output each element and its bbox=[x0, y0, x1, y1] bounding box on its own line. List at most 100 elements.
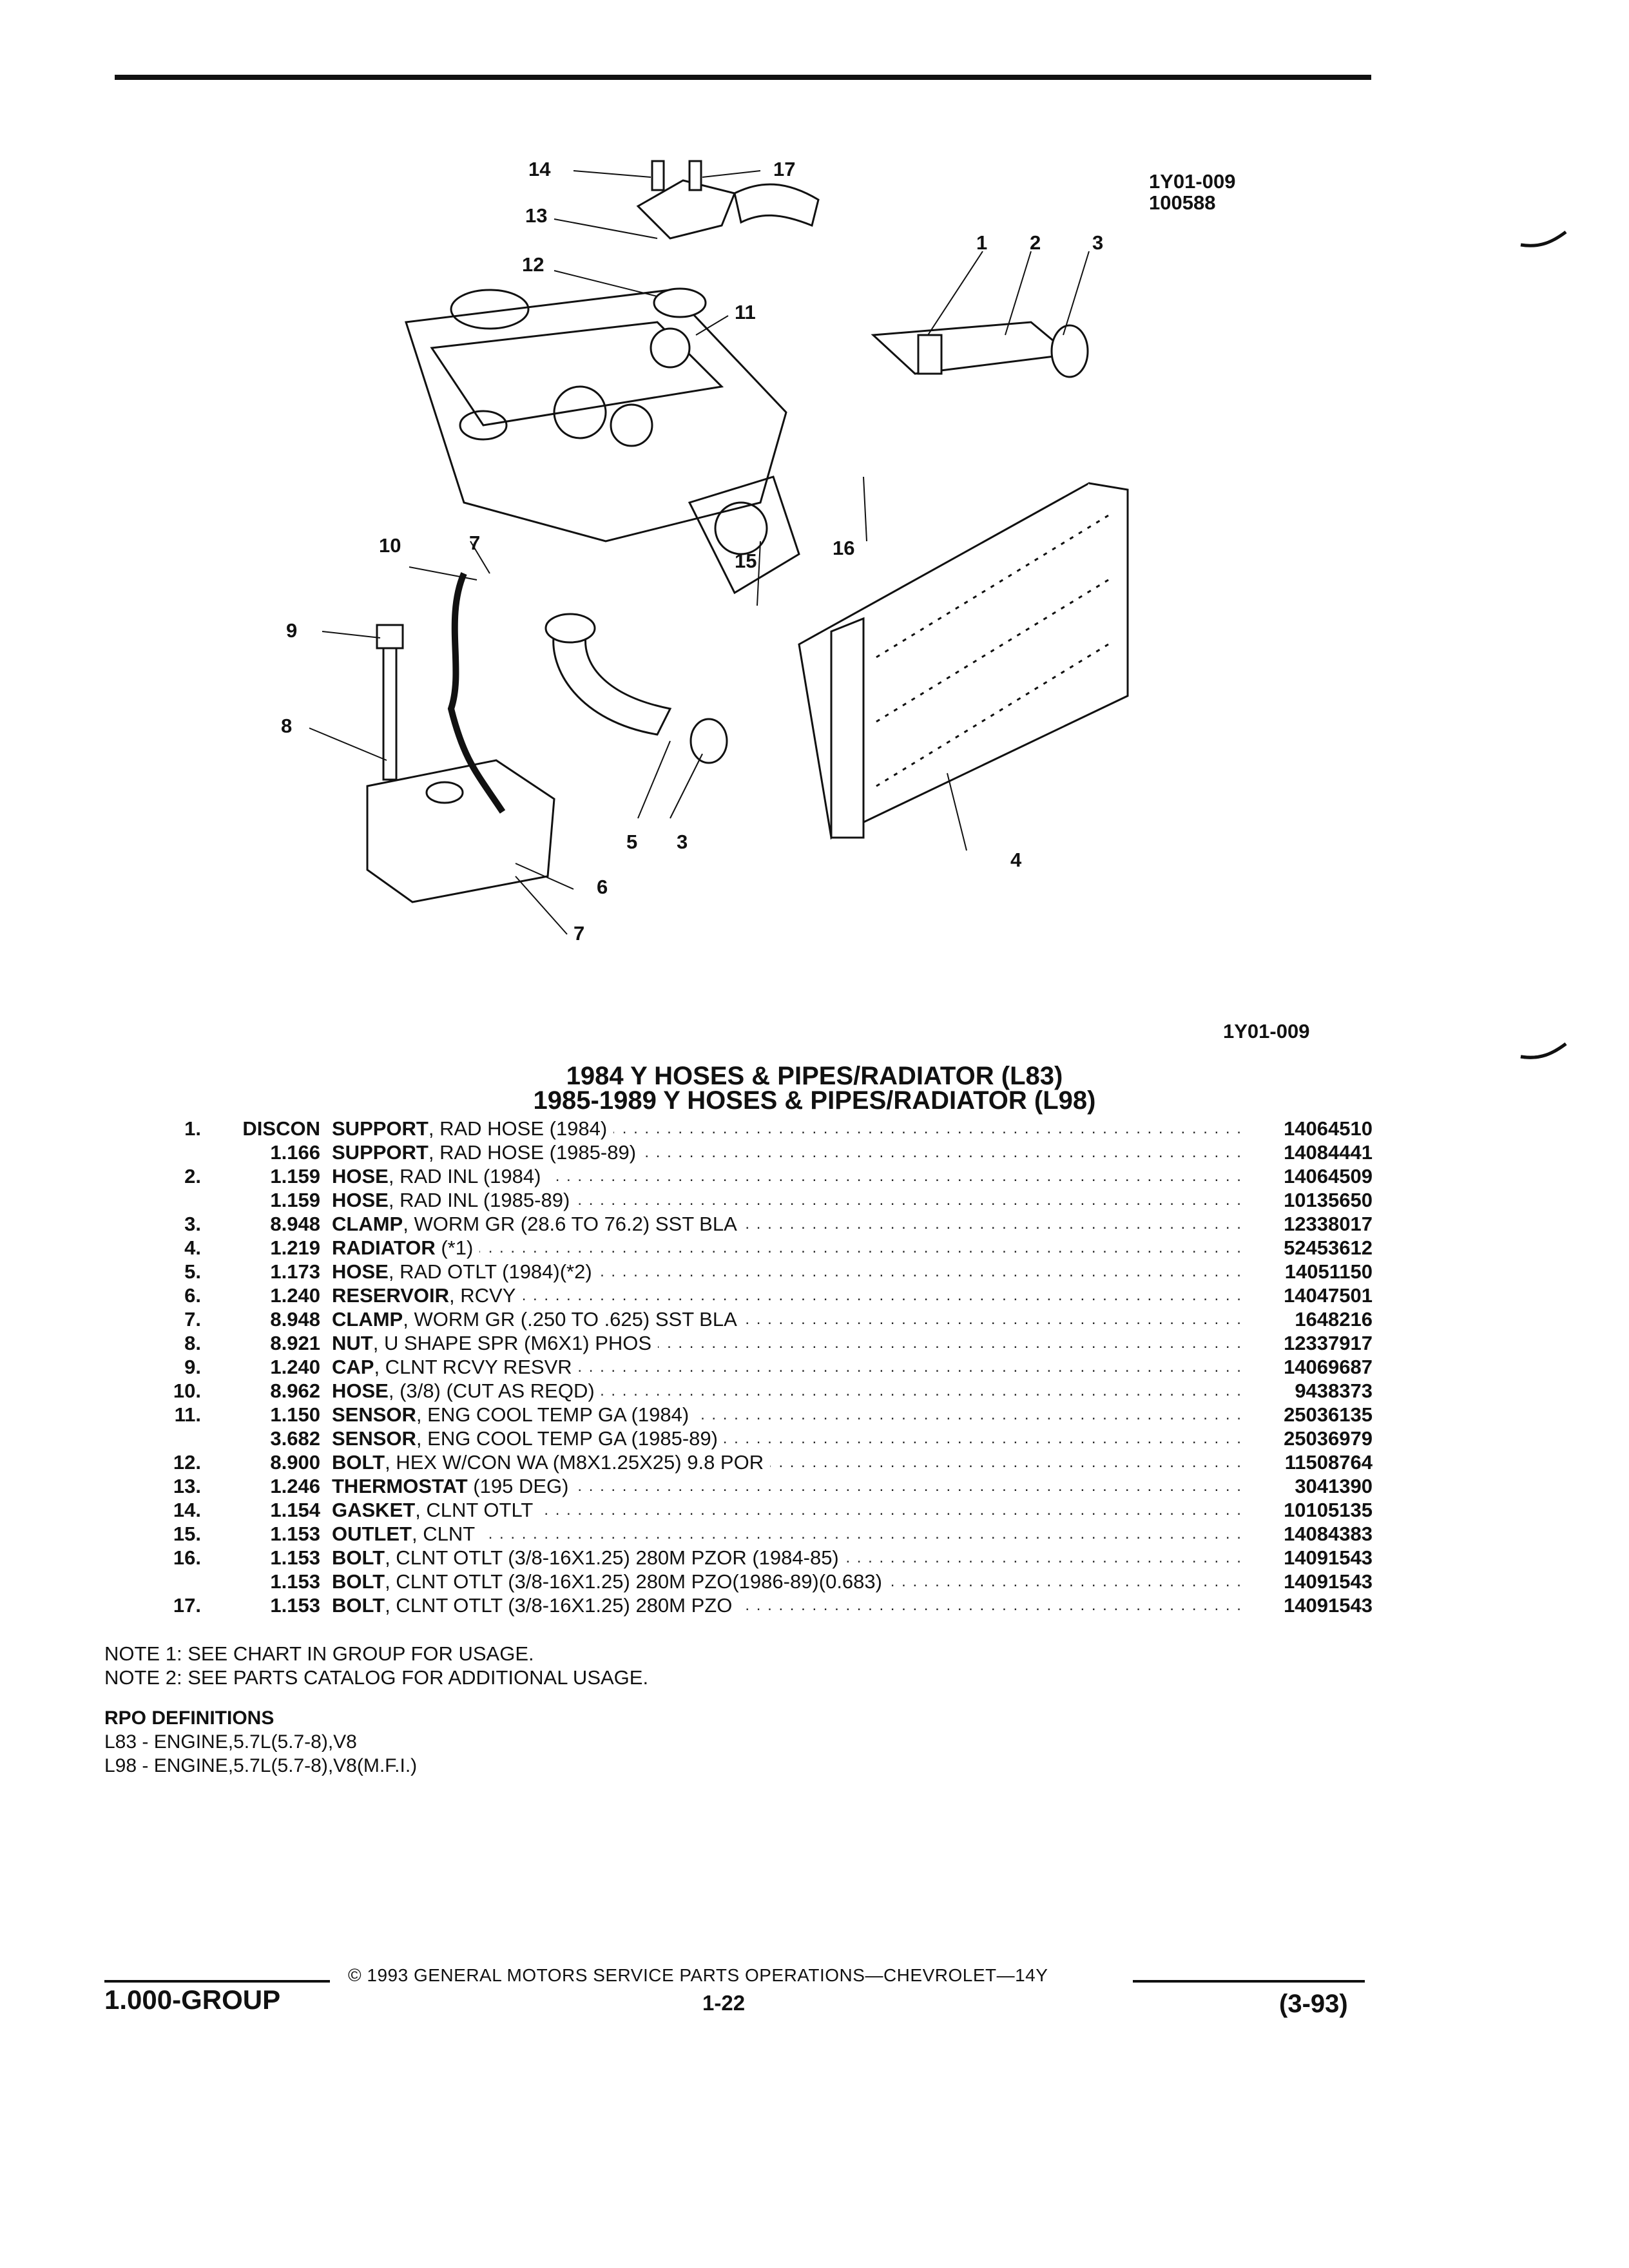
callout-16: 14 bbox=[528, 158, 551, 180]
part-description: HOSE, (3/8) (CUT AS REQD) bbox=[332, 1379, 1244, 1403]
part-detail: , U SHAPE SPR (M6X1) PHOS bbox=[372, 1332, 652, 1354]
part-description: SUPPORT, RAD HOSE (1984) bbox=[332, 1117, 1244, 1140]
part-number: 10135650 bbox=[1284, 1189, 1373, 1211]
rpo-definitions: RPO DEFINITIONS L83 - ENGINE,5.7L(5.7-8)… bbox=[104, 1706, 417, 1778]
part-number: 3041390 bbox=[1295, 1475, 1373, 1497]
rpo-item-l98: L98 - ENGINE,5.7L(5.7-8),V8(M.F.I.) bbox=[104, 1755, 418, 1776]
part-detail: , CLNT bbox=[412, 1523, 476, 1545]
part-item-number: 1. bbox=[184, 1117, 201, 1140]
part-group-code: 1.166 bbox=[270, 1141, 320, 1164]
part-group-code: 1.153 bbox=[270, 1594, 320, 1617]
part-description: CLAMP, WORM GR (28.6 TO 76.2) SST BLA bbox=[332, 1212, 1244, 1236]
part-number: 14084441 bbox=[1284, 1141, 1373, 1164]
part-group-code: 1.173 bbox=[270, 1260, 320, 1283]
callout-5: 5 bbox=[626, 831, 638, 853]
part-group-code: 8.948 bbox=[270, 1213, 320, 1235]
part-number: 25036135 bbox=[1284, 1403, 1373, 1426]
rpo-item-l83: L83 - ENGINE,5.7L(5.7-8),V8 bbox=[104, 1731, 357, 1753]
part-item-number: 11. bbox=[174, 1403, 201, 1426]
part-detail: , ENG COOL TEMP GA (1984) bbox=[416, 1403, 689, 1426]
part-name: THERMOSTAT bbox=[332, 1475, 468, 1497]
part-description: BOLT, CLNT OTLT (3/8-16X1.25) 280M PZOR … bbox=[332, 1546, 1244, 1570]
part-name: HOSE bbox=[332, 1165, 389, 1187]
callout-12: 16 bbox=[833, 537, 855, 559]
part-detail: , CLNT OTLT bbox=[415, 1499, 534, 1521]
footer-copyright: © 1993 GENERAL MOTORS SERVICE PARTS OPER… bbox=[348, 1965, 1048, 1985]
part-item-number: 6. bbox=[184, 1284, 201, 1307]
footer-rule-left bbox=[104, 1980, 330, 1983]
part-detail: , CLNT RCVY RESVR bbox=[374, 1356, 572, 1378]
footer-group: 1.000-GROUP bbox=[104, 1984, 281, 2015]
part-detail: , WORM GR (28.6 TO 76.2) SST BLA bbox=[403, 1213, 737, 1235]
part-name: HOSE bbox=[332, 1189, 389, 1211]
part-description: NUT, U SHAPE SPR (M6X1) PHOS bbox=[332, 1331, 1244, 1355]
part-name: BOLT bbox=[332, 1594, 385, 1617]
rpo-heading: RPO DEFINITIONS bbox=[104, 1707, 275, 1729]
part-number: 25036979 bbox=[1284, 1427, 1373, 1450]
part-number: 14091543 bbox=[1284, 1594, 1373, 1617]
part-number: 14069687 bbox=[1284, 1356, 1373, 1378]
part-group-code: 1.153 bbox=[270, 1570, 320, 1593]
part-row: 1.166 SUPPORT, RAD HOSE (1985-89) 14084441 bbox=[116, 1140, 1373, 1164]
part-name: SENSOR bbox=[332, 1403, 416, 1426]
part-detail: , RAD INL (1985-89) bbox=[388, 1189, 570, 1211]
note-2: NOTE 2: SEE PARTS CATALOG FOR ADDITIONAL… bbox=[104, 1666, 649, 1689]
part-name: GASKET bbox=[332, 1499, 416, 1521]
leader-lines bbox=[309, 170, 1090, 935]
part-item-number: 13. bbox=[173, 1475, 201, 1497]
part-description: RADIATOR (*1) bbox=[332, 1236, 1244, 1260]
part-name: BOLT bbox=[332, 1451, 385, 1474]
part-description: HOSE, RAD INL (1984) bbox=[332, 1164, 1244, 1188]
part-name: BOLT bbox=[332, 1570, 385, 1593]
part-group-code: 3.682 bbox=[270, 1427, 320, 1450]
parts-list: 1. DISCON SUPPORT, RAD HOSE (1984) 14064510… bbox=[116, 1117, 1373, 1617]
part-row: 1. DISCON SUPPORT, RAD HOSE (1984) 14064510 bbox=[116, 1117, 1373, 1140]
footer-revision: (3-93) bbox=[1279, 1990, 1348, 2018]
radiator-drawing bbox=[798, 482, 1129, 840]
part-description: SUPPORT, RAD HOSE (1985-89) bbox=[332, 1140, 1244, 1164]
part-description: RESERVOIR, RCVY bbox=[332, 1283, 1244, 1307]
part-description: BOLT, CLNT OTLT (3/8-16X1.25) 280M PZO(1… bbox=[332, 1570, 1244, 1593]
part-group-code: 8.921 bbox=[270, 1332, 320, 1354]
part-detail: , RCVY bbox=[449, 1284, 516, 1307]
callout-3-top: 3 bbox=[1092, 231, 1104, 254]
part-group-code: DISCON bbox=[242, 1117, 320, 1140]
part-name: NUT bbox=[332, 1332, 373, 1354]
callout-14: 12 bbox=[522, 253, 545, 276]
part-detail: , CLNT OTLT (3/8-16X1.25) 280M PZOR (198… bbox=[385, 1546, 839, 1569]
part-group-code: 1.153 bbox=[270, 1523, 320, 1545]
part-number: 14064510 bbox=[1284, 1117, 1373, 1140]
part-description: CLAMP, WORM GR (.250 TO .625) SST BLA bbox=[332, 1307, 1244, 1331]
margin-mark-2 bbox=[1520, 1042, 1567, 1059]
part-group-code: 1.150 bbox=[270, 1403, 320, 1426]
notes: NOTE 1: SEE CHART IN GROUP FOR USAGE. NO… bbox=[104, 1642, 648, 1689]
part-description: OUTLET, CLNT bbox=[332, 1522, 1244, 1546]
part-row: 3.682 SENSOR, ENG COOL TEMP GA (1985-89) 2… bbox=[116, 1427, 1373, 1450]
exploded-diagram bbox=[309, 160, 1129, 935]
part-number: 10105135 bbox=[1284, 1499, 1373, 1521]
part-number: 11508764 bbox=[1284, 1451, 1373, 1474]
part-name: SENSOR bbox=[332, 1427, 416, 1450]
part-number: 14047501 bbox=[1284, 1284, 1373, 1307]
part-number: 52453612 bbox=[1284, 1236, 1373, 1259]
part-number: 9438373 bbox=[1295, 1379, 1373, 1402]
callout-6: 6 bbox=[597, 876, 608, 898]
part-group-code: 1.219 bbox=[270, 1236, 320, 1259]
part-number: 14091543 bbox=[1284, 1570, 1373, 1593]
figure-date-code: 100588 bbox=[1149, 191, 1216, 214]
part-detail: , RAD OTLT (1984)(*2) bbox=[388, 1260, 592, 1283]
part-item-number: 16. bbox=[173, 1546, 201, 1569]
part-description: BOLT, CLNT OTLT (3/8-16X1.25) 280M PZO bbox=[332, 1593, 1244, 1617]
top-rule bbox=[115, 75, 1371, 80]
part-detail: , WORM GR (.250 TO .625) SST BLA bbox=[403, 1308, 737, 1331]
part-detail: , RAD HOSE (1984) bbox=[428, 1117, 608, 1140]
callout-2: 2 bbox=[1030, 231, 1041, 254]
part-description: SENSOR, ENG COOL TEMP GA (1985-89) bbox=[332, 1427, 1244, 1450]
part-detail: , ENG COOL TEMP GA (1985-89) bbox=[416, 1427, 718, 1450]
engine-block-drawing bbox=[405, 289, 800, 595]
